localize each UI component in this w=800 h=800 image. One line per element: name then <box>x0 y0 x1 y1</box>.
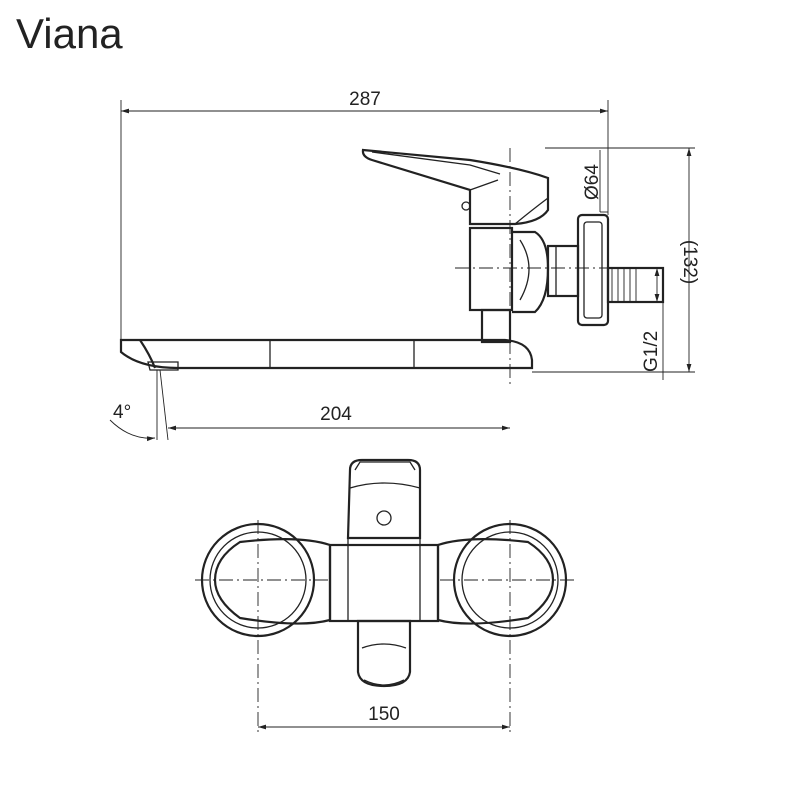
overall-length-label: 287 <box>349 89 381 110</box>
dimension-spout-reach: 204 <box>168 404 510 431</box>
central-body <box>328 458 440 688</box>
dimension-handle-diameter: Ø64 <box>582 150 608 213</box>
tilt-angle-label: 4° <box>113 402 131 423</box>
dimension-tilt-angle: 4° <box>109 369 169 442</box>
lever-handle <box>361 148 550 226</box>
center-distance-label: 150 <box>368 704 400 725</box>
spout <box>119 338 534 371</box>
handle-diameter-label: Ø64 <box>582 164 603 200</box>
mixer-body <box>468 213 665 344</box>
top-view: 150 <box>195 458 575 735</box>
dimension-center-distance: 150 <box>258 704 510 730</box>
dimension-overall-length: 287 <box>120 89 609 340</box>
height-label: (132) <box>679 240 700 284</box>
dimension-height: (132) <box>532 147 700 373</box>
spout-reach-label: 204 <box>320 404 352 425</box>
side-view: 287 <box>109 89 700 442</box>
page-title: Viana <box>16 10 123 57</box>
dimension-thread: G1/2 <box>641 268 664 380</box>
thread-label: G1/2 <box>641 331 662 372</box>
